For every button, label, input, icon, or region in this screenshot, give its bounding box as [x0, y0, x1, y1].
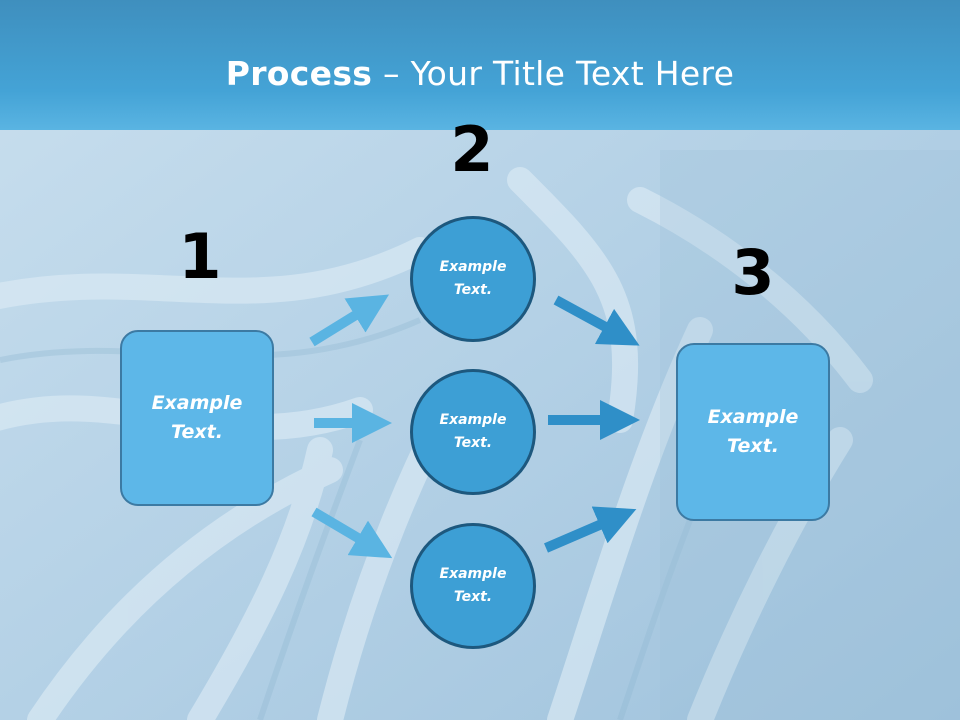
step-1-text: Example Text. — [151, 392, 243, 443]
step-number-3: 3 — [731, 236, 775, 309]
step-number-2: 2 — [450, 113, 494, 186]
step-number-1: 1 — [178, 220, 222, 293]
step-2-bottom-text: Example Text. — [439, 566, 507, 605]
arrow-1-to-2-bottom — [311, 507, 393, 559]
step-3-text: Example Text. — [707, 406, 799, 457]
arrow-2-to-3-top — [553, 295, 640, 346]
step-3-box: Example Text. — [676, 343, 830, 521]
step-2-circle-bottom: Example Text. — [410, 523, 536, 649]
step-1-box: Example Text. — [120, 330, 274, 506]
slide-title: Process – Your Title Text Here — [0, 52, 960, 96]
title-rest: – Your Title Text Here — [372, 54, 735, 93]
step-2-middle-text: Example Text. — [439, 412, 507, 451]
step-2-circle-middle: Example Text. — [410, 369, 536, 495]
title-bold: Process — [225, 54, 373, 93]
step-2-top-text: Example Text. — [439, 259, 507, 298]
arrow-1-to-2-top — [309, 294, 390, 347]
title-bar — [0, 0, 960, 130]
step-2-circle-top: Example Text. — [410, 216, 536, 342]
arrow-2-to-3-bottom — [544, 506, 637, 553]
